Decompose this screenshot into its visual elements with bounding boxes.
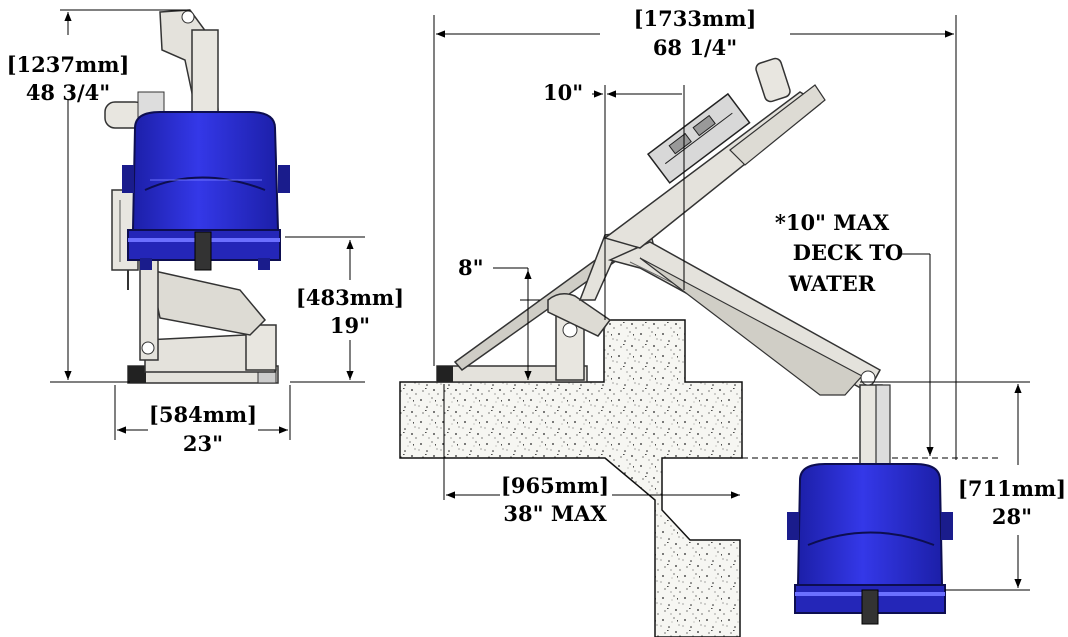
deck-to-water-note-line1: *10" MAX [775, 210, 890, 235]
reach-in-label: 38" MAX [503, 501, 607, 526]
overall-length-mm-label: [1733mm] [634, 6, 757, 31]
depth-mm-label: [711mm] [958, 476, 1066, 501]
setback-label: 10" [543, 80, 583, 105]
height-mm-label: [1237mm] [7, 52, 130, 77]
base-height-label: 8" [458, 255, 484, 280]
lift-front-view [104, 9, 290, 384]
seat-height-in-label: 19" [330, 313, 370, 338]
pool-deck-concrete [399, 319, 743, 637]
height-in-label: 48 3/4" [26, 80, 110, 105]
lift-side-view [436, 57, 953, 625]
base-width-in-label: 23" [183, 431, 223, 456]
dimension-lines [50, 9, 1030, 591]
overall-length-in-label: 68 1/4" [653, 35, 737, 60]
deck-to-water-note-line2: DECK TO [793, 240, 903, 265]
base-width-mm-label: [584mm] [149, 402, 257, 427]
seat-height-mm-label: [483mm] [296, 285, 404, 310]
deck-to-water-note-line3: WATER [788, 271, 876, 296]
depth-in-label: 28" [992, 504, 1032, 529]
reach-mm-label: [965mm] [501, 473, 609, 498]
